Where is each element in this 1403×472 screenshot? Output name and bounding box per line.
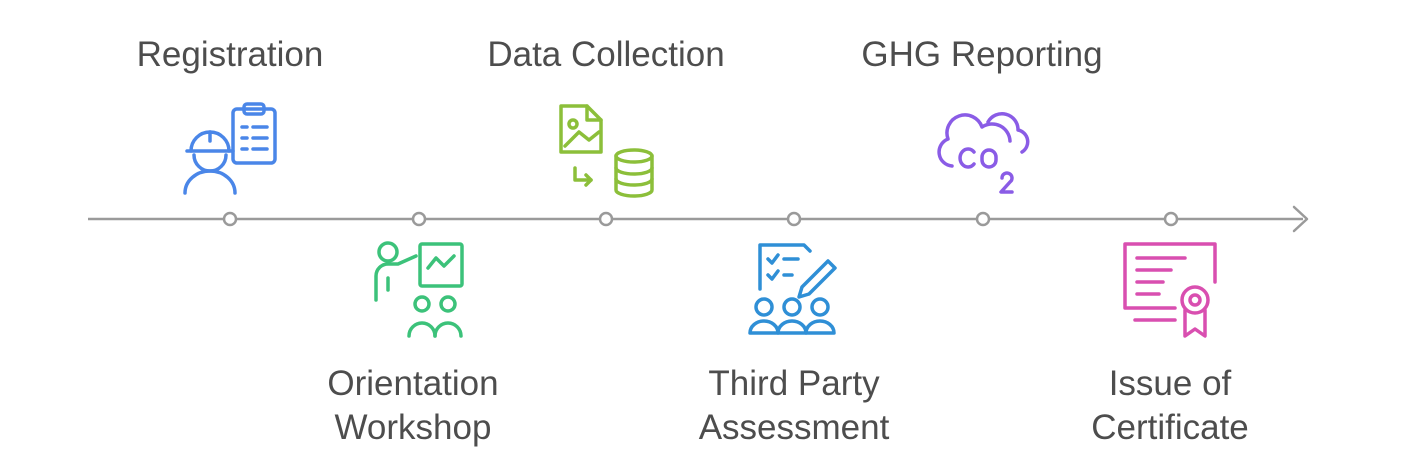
certificate-icon [1123,242,1217,338]
timeline-node-6 [1163,211,1179,227]
step-label-third-party-assessment: Third Party Assessment [698,364,890,447]
step-label-orientation-workshop: Orientation Workshop [327,364,499,447]
engineer-clipboard-icon [183,102,277,195]
timeline-node-4 [786,211,802,227]
co2-cloud-icon [937,112,1030,194]
file-to-database-icon [559,104,654,198]
timeline-node-1 [222,211,238,227]
presentation-workshop-icon [374,241,464,338]
team-checklist-icon [748,243,837,335]
step-label-registration: Registration [136,35,324,74]
timeline-node-3 [598,211,614,227]
step-label-ghg-reporting: GHG Reporting [861,35,1103,74]
step-label-issue-of-certificate: Issue of Certificate [1091,364,1249,447]
timeline-arrowhead [1292,205,1309,233]
timeline-node-2 [411,211,427,227]
timeline-node-5 [975,211,991,227]
step-label-data-collection: Data Collection [487,35,725,74]
